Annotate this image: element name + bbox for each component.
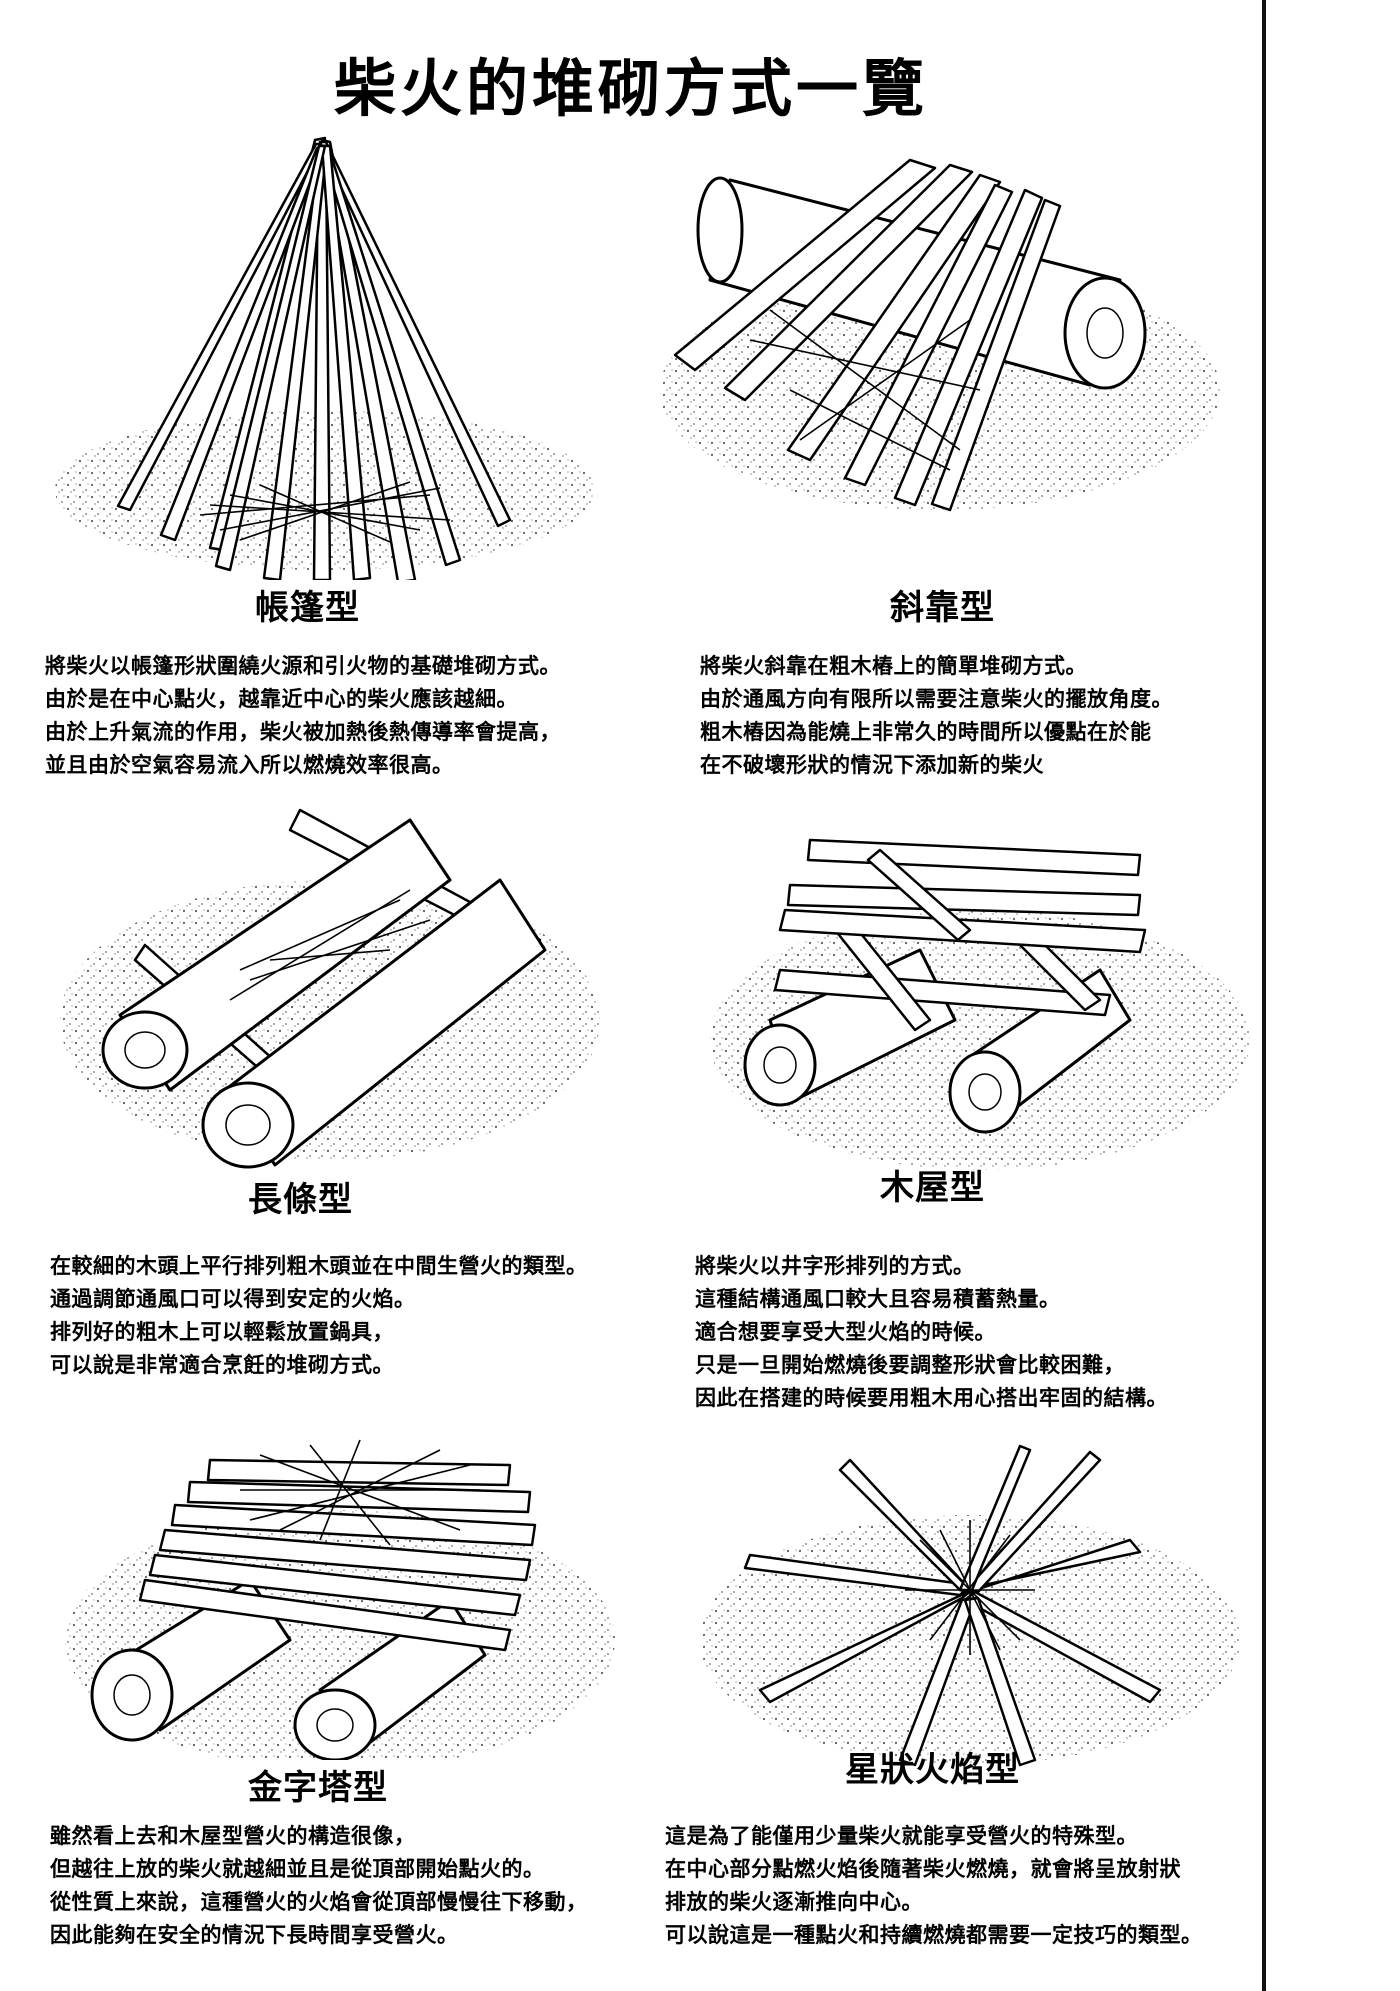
type-name-teepee: 帳篷型 (255, 588, 360, 628)
type-name-lean-to: 斜靠型 (890, 588, 995, 628)
description-line: 可以說這是一種點火和持續燃燒都需要一定技巧的類型。 (665, 1923, 1203, 1947)
description-line: 這種結構通風口較大且容易積蓄熱量。 (695, 1287, 1061, 1311)
description-line: 粗木樁因為能燒上非常久的時間所以優點在於能 (700, 720, 1152, 744)
pyramid-campfire-illustration (60, 1430, 620, 1760)
log-cabin-campfire-illustration (700, 820, 1260, 1180)
description-line: 由於上升氣流的作用，柴火被加熱後熱傳導率會提高， (45, 720, 561, 744)
description-parallel: 在較細的木頭上平行排列粗木頭並在中間生營火的類型。 通過調節通風口可以得到安定的… (50, 1250, 588, 1382)
type-name-star: 星狀火焰型 (845, 1750, 1020, 1790)
description-line: 排放的柴火逐漸推向中心。 (665, 1890, 923, 1914)
description-line: 排列好的粗木上可以輕鬆放置鍋具， (50, 1320, 394, 1344)
description-star: 這是為了能僅用少量柴火就能享受營火的特殊型。 在中心部分點燃火焰後隨著柴火燃燒，… (665, 1820, 1203, 1952)
lean-to-campfire-illustration (650, 140, 1230, 540)
description-line: 因此在搭建的時候要用粗木用心搭出牢固的結構。 (695, 1386, 1168, 1410)
description-line: 只是一旦開始燃燒後要調整形狀會比較困難， (695, 1353, 1125, 1377)
description-line: 在中心部分點燃火焰後隨著柴火燃燒，就會將呈放射狀 (665, 1857, 1181, 1881)
description-line: 由於是在中心點火，越靠近中心的柴火應該越細。 (45, 687, 518, 711)
page-border-line (1262, 0, 1266, 1991)
type-name-pyramid: 金字塔型 (248, 1768, 388, 1808)
description-line: 將柴火以帳篷形狀圍繞火源和引火物的基礎堆砌方式。 (45, 654, 561, 678)
description-line: 這是為了能僅用少量柴火就能享受營火的特殊型。 (665, 1824, 1138, 1848)
description-lean-to: 將柴火斜靠在粗木樁上的簡單堆砌方式。 由於通風方向有限所以需要注意柴火的擺放角度… (700, 650, 1173, 782)
description-line: 在較細的木頭上平行排列粗木頭並在中間生營火的類型。 (50, 1254, 588, 1278)
type-name-parallel: 長條型 (248, 1180, 353, 1220)
description-line: 因此能夠在安全的情況下長時間享受營火。 (50, 1923, 459, 1947)
description-line: 將柴火斜靠在粗木樁上的簡單堆砌方式。 (700, 654, 1087, 678)
description-log-cabin: 將柴火以井字形排列的方式。 這種結構通風口較大且容易積蓄熱量。 適合想要享受大型… (695, 1250, 1168, 1415)
description-line: 雖然看上去和木屋型營火的構造很像， (50, 1824, 416, 1848)
description-teepee: 將柴火以帳篷形狀圍繞火源和引火物的基礎堆砌方式。 由於是在中心點火，越靠近中心的… (45, 650, 561, 782)
description-line: 適合想要享受大型火焰的時候。 (695, 1320, 996, 1344)
description-line: 通過調節通風口可以得到安定的火焰。 (50, 1287, 416, 1311)
page-title: 柴火的堆砌方式一覽 (333, 52, 928, 125)
description-line: 在不破壞形狀的情況下添加新的柴火 (700, 753, 1044, 777)
description-line: 從性質上來說，這種營火的火焰會從頂部慢慢往下移動， (50, 1890, 588, 1914)
description-line: 並且由於空氣容易流入所以燃燒效率很高。 (45, 753, 454, 777)
description-line: 將柴火以井字形排列的方式。 (695, 1254, 975, 1278)
teepee-campfire-illustration (30, 110, 610, 580)
description-pyramid: 雖然看上去和木屋型營火的構造很像， 但越往上放的柴火就越細並且是從頂部開始點火的… (50, 1820, 588, 1952)
star-campfire-illustration (690, 1440, 1250, 1770)
type-name-log-cabin: 木屋型 (880, 1168, 985, 1208)
description-line: 由於通風方向有限所以需要注意柴火的擺放角度。 (700, 687, 1173, 711)
parallel-campfire-illustration (50, 800, 610, 1170)
description-line: 但越往上放的柴火就越細並且是從頂部開始點火的。 (50, 1857, 545, 1881)
description-line: 可以說是非常適合烹飪的堆砌方式。 (50, 1353, 394, 1377)
